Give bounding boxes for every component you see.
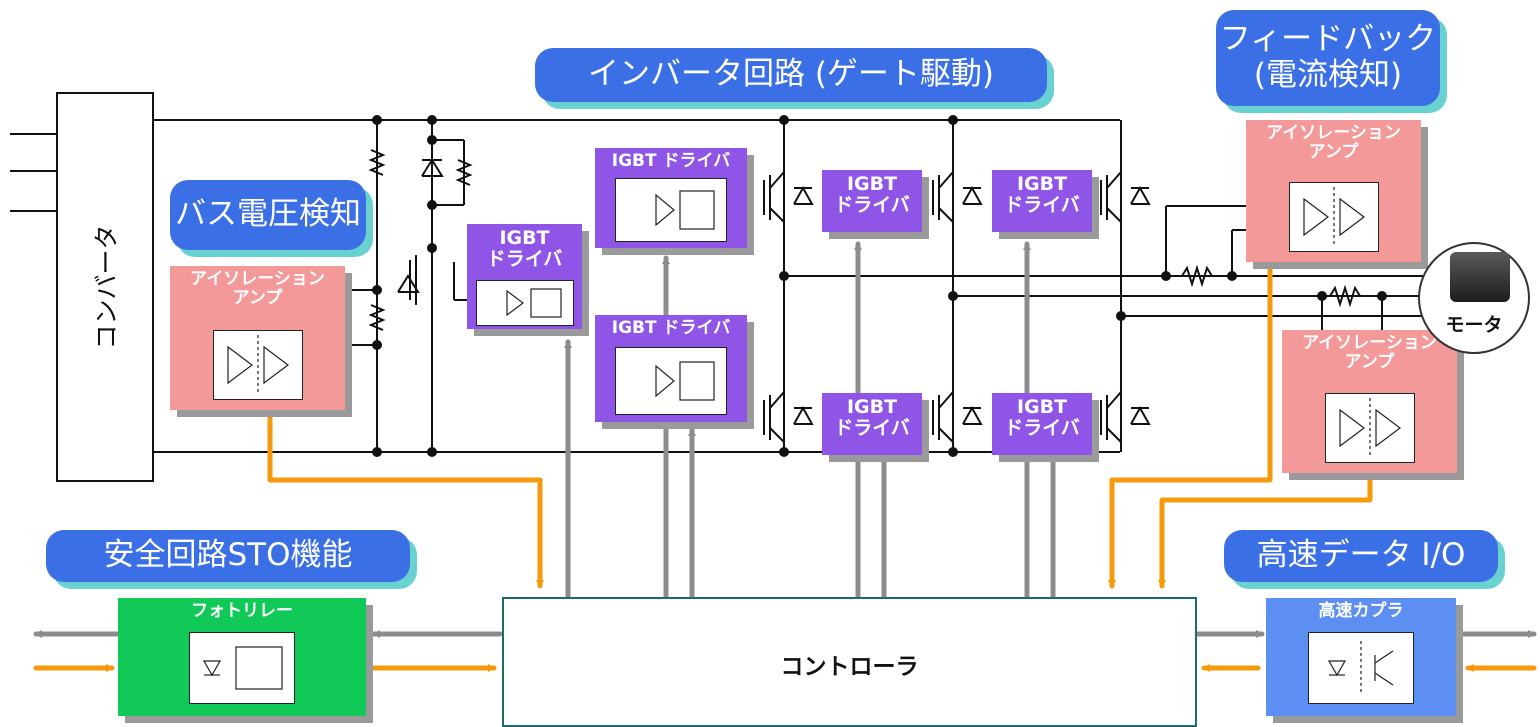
hs-coupler-chip-icon bbox=[1308, 632, 1414, 704]
junction-dots bbox=[372, 115, 1387, 457]
feedback-title: フィードバック (電流検知) bbox=[1216, 10, 1440, 106]
igbt-driver-brake: IGBT ドライバ bbox=[467, 224, 582, 329]
iso-amp-feedback-2: アイソレーション アンプ bbox=[1282, 330, 1457, 473]
gate-driver-chip-icon bbox=[615, 347, 727, 415]
iso-amp-bus-label-line1: アイソレーション bbox=[190, 269, 325, 289]
power-bus-lines bbox=[10, 119, 1440, 453]
iso-amp-chip-icon bbox=[212, 330, 303, 400]
iso-amp-chip-icon bbox=[1288, 182, 1379, 252]
iso-amp-feedback-2-label-line1: アイソレーション bbox=[1302, 333, 1437, 353]
hs-coupler-block: 高速カプラ bbox=[1266, 598, 1456, 716]
iso-amp-chip-icon bbox=[1324, 393, 1415, 463]
converter-label: コンバータ bbox=[92, 224, 121, 350]
igbt-driver-upper-2-label-line1: IGBT bbox=[846, 173, 898, 195]
igbt-driver-lower-3-label-line1: IGBT bbox=[1016, 396, 1068, 418]
igbt-driver-lower-3-label-line2: ドライバ bbox=[1004, 416, 1080, 439]
igbt-driver-upper-2: IGBT ドライバ bbox=[822, 170, 922, 232]
converter-block: コンバータ bbox=[56, 92, 154, 482]
igbt-driver-lower-1: IGBT ドライバ bbox=[595, 315, 747, 422]
iso-amp-feedback-2-label-line2: アンプ bbox=[1344, 351, 1395, 372]
igbt-driver-upper-1-label: IGBT ドライバ bbox=[611, 151, 731, 171]
photorelay-chip-icon bbox=[189, 632, 295, 704]
igbt-driver-upper-2-label-line2: ドライバ bbox=[834, 193, 910, 216]
feedback-title-line2: (電流検知) bbox=[1253, 57, 1403, 93]
gate-driver-chip-icon bbox=[615, 178, 727, 242]
bus-voltage-title: バス電圧検知 bbox=[170, 180, 366, 250]
igbt-driver-upper-3-label: IGBT ドライバ bbox=[992, 174, 1092, 216]
igbt-driver-lower-1-label: IGBT ドライバ bbox=[611, 318, 731, 338]
iso-amp-bus-label-line2: アンプ bbox=[232, 287, 283, 308]
iso-amp-bus: アイソレーション アンプ bbox=[170, 266, 345, 410]
igbt-driver-lower-2-label-line1: IGBT bbox=[846, 396, 898, 418]
igbt-driver-brake-label-line1: IGBT bbox=[499, 227, 550, 249]
gate-driver-chip-icon bbox=[475, 280, 574, 326]
motor-label: モータ bbox=[1445, 314, 1503, 336]
igbt-driver-upper-1: IGBT ドライバ bbox=[595, 148, 747, 248]
igbt-driver-upper-3-label-line2: ドライバ bbox=[1004, 193, 1080, 216]
inverter-title: インバータ回路 (ゲート駆動) bbox=[535, 48, 1047, 102]
igbt-driver-brake-label-line2: ドライバ bbox=[486, 247, 563, 270]
iso-amp-feedback-2-label: アイソレーション アンプ bbox=[1282, 334, 1457, 371]
iso-amp-feedback-1-label: アイソレーション アンプ bbox=[1246, 124, 1421, 161]
photorelay-label: フォトリレー bbox=[191, 601, 293, 621]
igbt-driver-lower-2-label: IGBT ドライバ bbox=[822, 397, 922, 439]
controller-label: コントローラ bbox=[780, 654, 919, 680]
igbt-driver-lower-2-label-line2: ドライバ bbox=[834, 416, 910, 439]
highspeed-title: 高速データ I/O bbox=[1224, 530, 1498, 582]
igbt-driver-brake-label: IGBT ドライバ bbox=[467, 228, 582, 270]
controller-block: コントローラ bbox=[502, 597, 1197, 727]
orange-signal-arrows bbox=[33, 259, 1537, 672]
hs-coupler-label: 高速カプラ bbox=[1318, 601, 1404, 621]
motor-block: モータ bbox=[1418, 242, 1530, 354]
feedback-title-line1: フィードバック bbox=[1219, 21, 1437, 58]
igbt-driver-lower-3: IGBT ドライバ bbox=[992, 393, 1092, 455]
iso-amp-feedback-1-label-line1: アイソレーション bbox=[1266, 123, 1401, 143]
safety-title: 安全回路STO機能 bbox=[46, 530, 410, 582]
motor-icon bbox=[1450, 252, 1510, 302]
igbt-driver-upper-2-label: IGBT ドライバ bbox=[822, 174, 922, 216]
iso-amp-feedback-1: アイソレーション アンプ bbox=[1246, 120, 1421, 262]
iso-amp-feedback-1-label-line2: アンプ bbox=[1308, 141, 1359, 162]
iso-amp-bus-label: アイソレーション アンプ bbox=[170, 270, 345, 307]
igbt-driver-lower-2: IGBT ドライバ bbox=[822, 393, 922, 455]
photorelay-block: フォトリレー bbox=[118, 598, 366, 716]
igbt-driver-upper-3: IGBT ドライバ bbox=[992, 170, 1092, 232]
igbt-driver-lower-3-label: IGBT ドライバ bbox=[992, 397, 1092, 439]
igbt-driver-upper-3-label-line1: IGBT bbox=[1016, 173, 1068, 195]
